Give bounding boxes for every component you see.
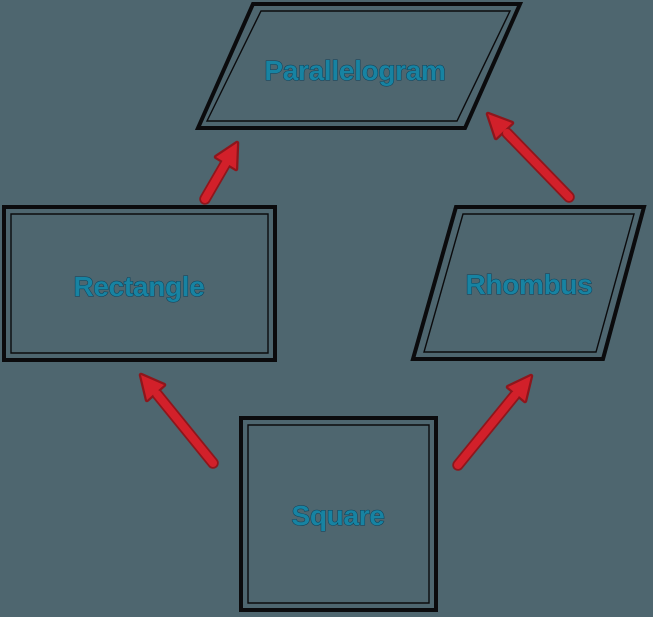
rectangle-label: Rectangle (73, 271, 204, 302)
node-rhombus: Rhombus (410, 205, 647, 361)
square-shape-inner-line (247, 424, 430, 604)
rhombus-shape (410, 205, 647, 361)
parallelogram-label: Parallelogram (264, 55, 445, 86)
arrow-body (201, 143, 237, 203)
arrow-rectangle-to-parallelogram (199, 140, 240, 205)
rectangle-shape-inner-line (10, 213, 269, 354)
rhombus-label: Rhombus (465, 269, 592, 300)
parallelogram-shape-inner-line (205, 10, 512, 122)
arrow-body (488, 114, 573, 201)
arrow-body (141, 375, 217, 467)
square-label: Square (291, 500, 384, 531)
square-shape (239, 416, 438, 612)
arrow-rhombus-to-parallelogram (485, 111, 575, 203)
rectangle-shape (2, 205, 277, 362)
arrow-body (454, 376, 531, 469)
parallelogram-shape (194, 2, 524, 130)
arrow-square-to-rhombus (452, 373, 534, 471)
node-parallelogram: Parallelogram (194, 2, 524, 130)
node-square: Square (239, 416, 438, 612)
arrow-square-to-rectangle (138, 372, 219, 469)
node-rectangle: Rectangle (2, 205, 277, 362)
rhombus-shape-inner-line (423, 213, 635, 353)
